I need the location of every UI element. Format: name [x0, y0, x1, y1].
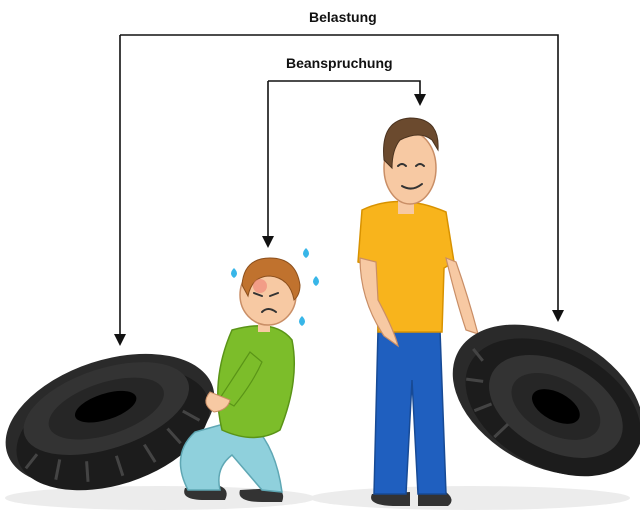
load-arrowhead-left: [114, 334, 126, 346]
load-label: Belastung: [305, 8, 381, 26]
load-line-top: [120, 35, 558, 310]
stress-line-top: [268, 81, 420, 94]
load-arrowhead-right: [552, 310, 564, 322]
tire-right-icon: [427, 294, 640, 506]
stress-arrowhead-left: [262, 236, 274, 248]
relaxed-person-icon: [358, 118, 478, 506]
stress-arrowhead-right: [414, 94, 426, 106]
ground-shadow-right: [310, 486, 630, 510]
stress-label: Beanspruchung: [282, 54, 397, 72]
